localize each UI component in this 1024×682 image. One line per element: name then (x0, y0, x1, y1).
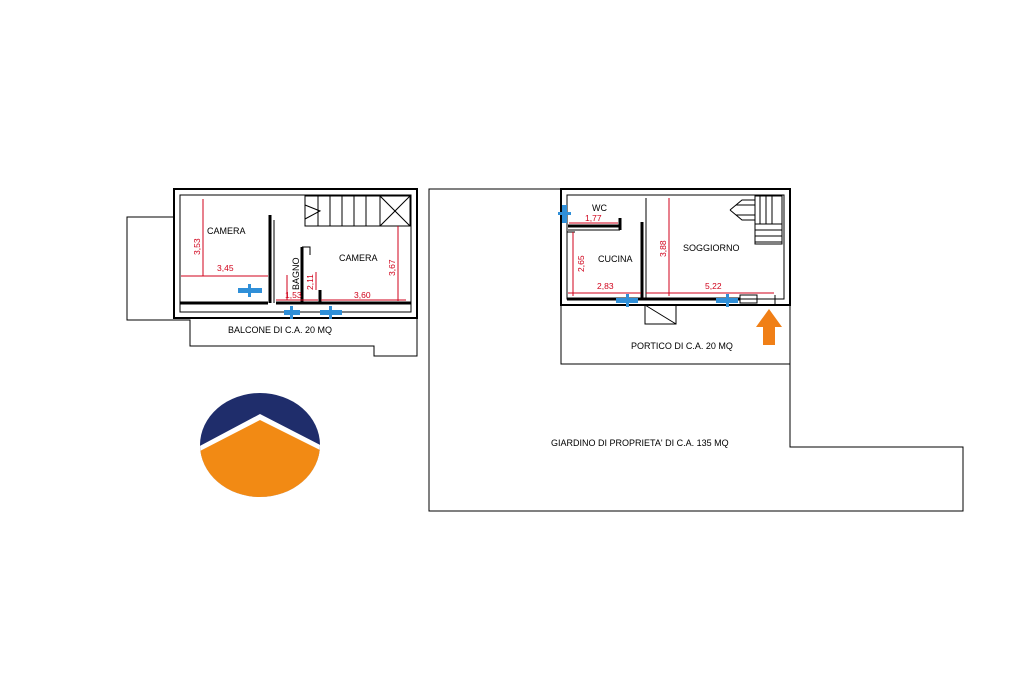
room-label-bagno: BAGNO (291, 257, 301, 290)
entrance-arrow-icon (756, 309, 782, 345)
room-label-camera-right: CAMERA (339, 253, 378, 263)
room-label-portico: PORTICO DI C.A. 20 MQ (631, 341, 733, 351)
upper-dimensions (181, 199, 406, 301)
dim-camera-left-height: 3,53 (192, 238, 202, 255)
upper-stairs (304, 195, 411, 227)
dim-camera-right-width: 3,60 (354, 290, 371, 300)
dim-bagno-width: 1,53 (285, 290, 302, 300)
ground-windows (558, 205, 738, 307)
dim-soggiorno-height: 3,88 (658, 240, 668, 257)
room-label-wc: WC (592, 203, 607, 213)
upper-outer-walls (173, 188, 418, 319)
ground-stairs (729, 195, 783, 245)
dim-soggiorno-width: 5,22 (705, 281, 722, 291)
room-label-cucina: CUCINA (598, 254, 633, 264)
dim-camera-left-width: 3,45 (217, 263, 234, 273)
dim-cucina-height: 2,65 (576, 255, 586, 272)
company-logo-icon (200, 393, 320, 497)
dim-wc-width: 1,77 (585, 213, 602, 223)
upper-floor: CAMERA CAMERA BAGNO BALCONE DI C.A. 20 M… (126, 188, 418, 357)
dim-camera-right-height: 3,67 (387, 259, 397, 276)
balcone-outline (126, 216, 418, 357)
dim-bagno-height: 2,11 (305, 274, 315, 290)
room-label-balcone: BALCONE DI C.A. 20 MQ (228, 325, 332, 335)
dim-cucina-width: 2,83 (597, 281, 614, 291)
room-label-giardino: GIARDINO DI PROPRIETA' DI C.A. 135 MQ (551, 438, 729, 448)
upper-windows (238, 284, 342, 319)
room-label-camera-left: CAMERA (207, 226, 246, 236)
ground-floor: WC CUCINA SOGGIORNO PORTICO DI C.A. 20 M… (428, 188, 964, 512)
ground-dimensions (568, 198, 774, 296)
room-label-soggiorno: SOGGIORNO (683, 243, 740, 253)
